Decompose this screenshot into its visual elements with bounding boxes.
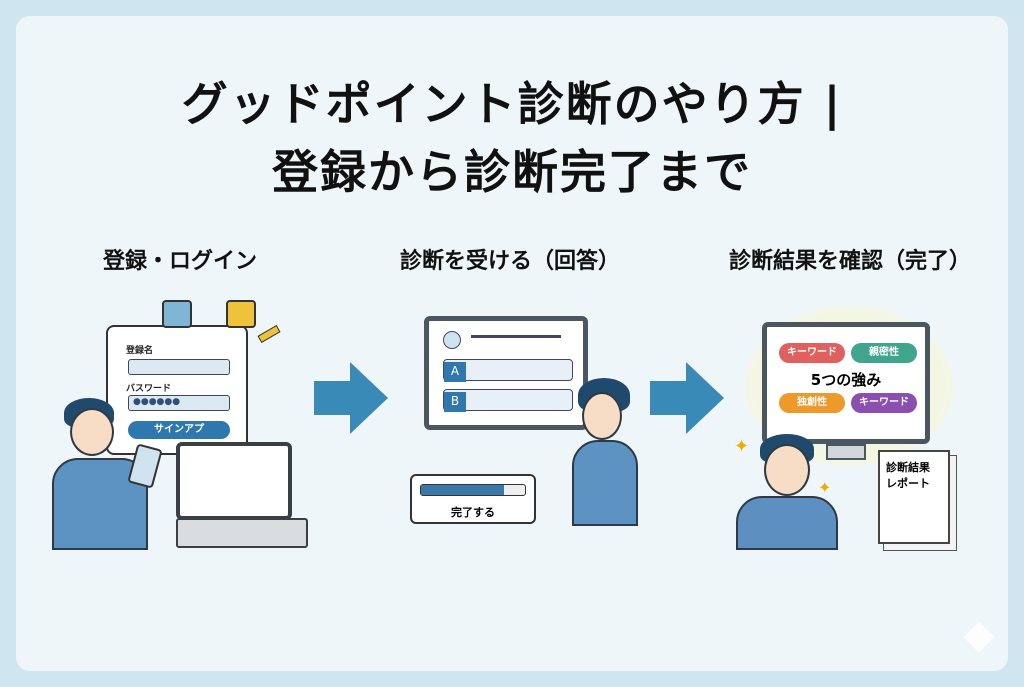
strengths-heading: 5つの強み bbox=[810, 371, 882, 389]
person-body bbox=[572, 440, 638, 526]
step1-label: 登録・ログイン bbox=[102, 249, 257, 274]
step3-label: 診断結果を確認（完了） bbox=[728, 249, 971, 274]
strength-pill: キーワード bbox=[851, 393, 917, 413]
progress-bar bbox=[420, 484, 526, 496]
question-line bbox=[471, 335, 561, 338]
step2-label: 診断を受ける（回答） bbox=[399, 249, 620, 274]
laptop-base bbox=[176, 518, 308, 548]
monitor-stand bbox=[826, 444, 866, 460]
lock-icon bbox=[226, 300, 256, 328]
signup-form: 登録名 バスワード ●●●●●● サインアプ bbox=[106, 325, 248, 455]
option-letter: B bbox=[444, 392, 466, 412]
quiz-monitor: A B bbox=[424, 316, 588, 430]
complete-button[interactable]: 完了する bbox=[451, 506, 495, 519]
arrow-right-icon bbox=[350, 362, 388, 434]
sparkle-icon: ✦ bbox=[818, 478, 832, 497]
strength-pill: 独創性 bbox=[779, 393, 845, 413]
avatar bbox=[443, 331, 461, 349]
strength-pill: 親密性 bbox=[851, 343, 917, 363]
page-title-line1: グッドポイント診断のやり方 | bbox=[181, 77, 843, 131]
report-document: 診断結果 レポート bbox=[878, 450, 950, 544]
arrow-body bbox=[314, 381, 350, 415]
password-label: バスワード bbox=[126, 384, 172, 394]
password-input[interactable]: ●●●●●● bbox=[128, 395, 230, 411]
option-letter: A bbox=[444, 362, 466, 382]
strength-pill: キーワード bbox=[779, 343, 845, 363]
arrow-right-icon bbox=[686, 362, 724, 434]
answer-option-b[interactable]: B bbox=[443, 389, 573, 412]
arrow-body bbox=[650, 381, 686, 415]
person-body bbox=[736, 496, 838, 550]
lock-icon bbox=[162, 300, 192, 328]
name-label: 登録名 bbox=[126, 346, 154, 356]
person-avatar bbox=[70, 408, 114, 456]
person-avatar bbox=[582, 392, 622, 440]
laptop-icon bbox=[176, 442, 292, 520]
name-input[interactable] bbox=[128, 359, 230, 375]
page-title-line2: 登録から診断完了まで bbox=[272, 145, 752, 199]
result-monitor: キーワード 親密性 5つの強み 独創性 キーワード bbox=[762, 322, 930, 444]
sparkle-icon: ✦ bbox=[734, 436, 750, 457]
answer-option-a[interactable]: A bbox=[443, 359, 573, 382]
signup-button[interactable]: サインアプ bbox=[128, 421, 230, 439]
person-avatar bbox=[764, 444, 810, 496]
progress-card: 完了する bbox=[410, 474, 536, 524]
